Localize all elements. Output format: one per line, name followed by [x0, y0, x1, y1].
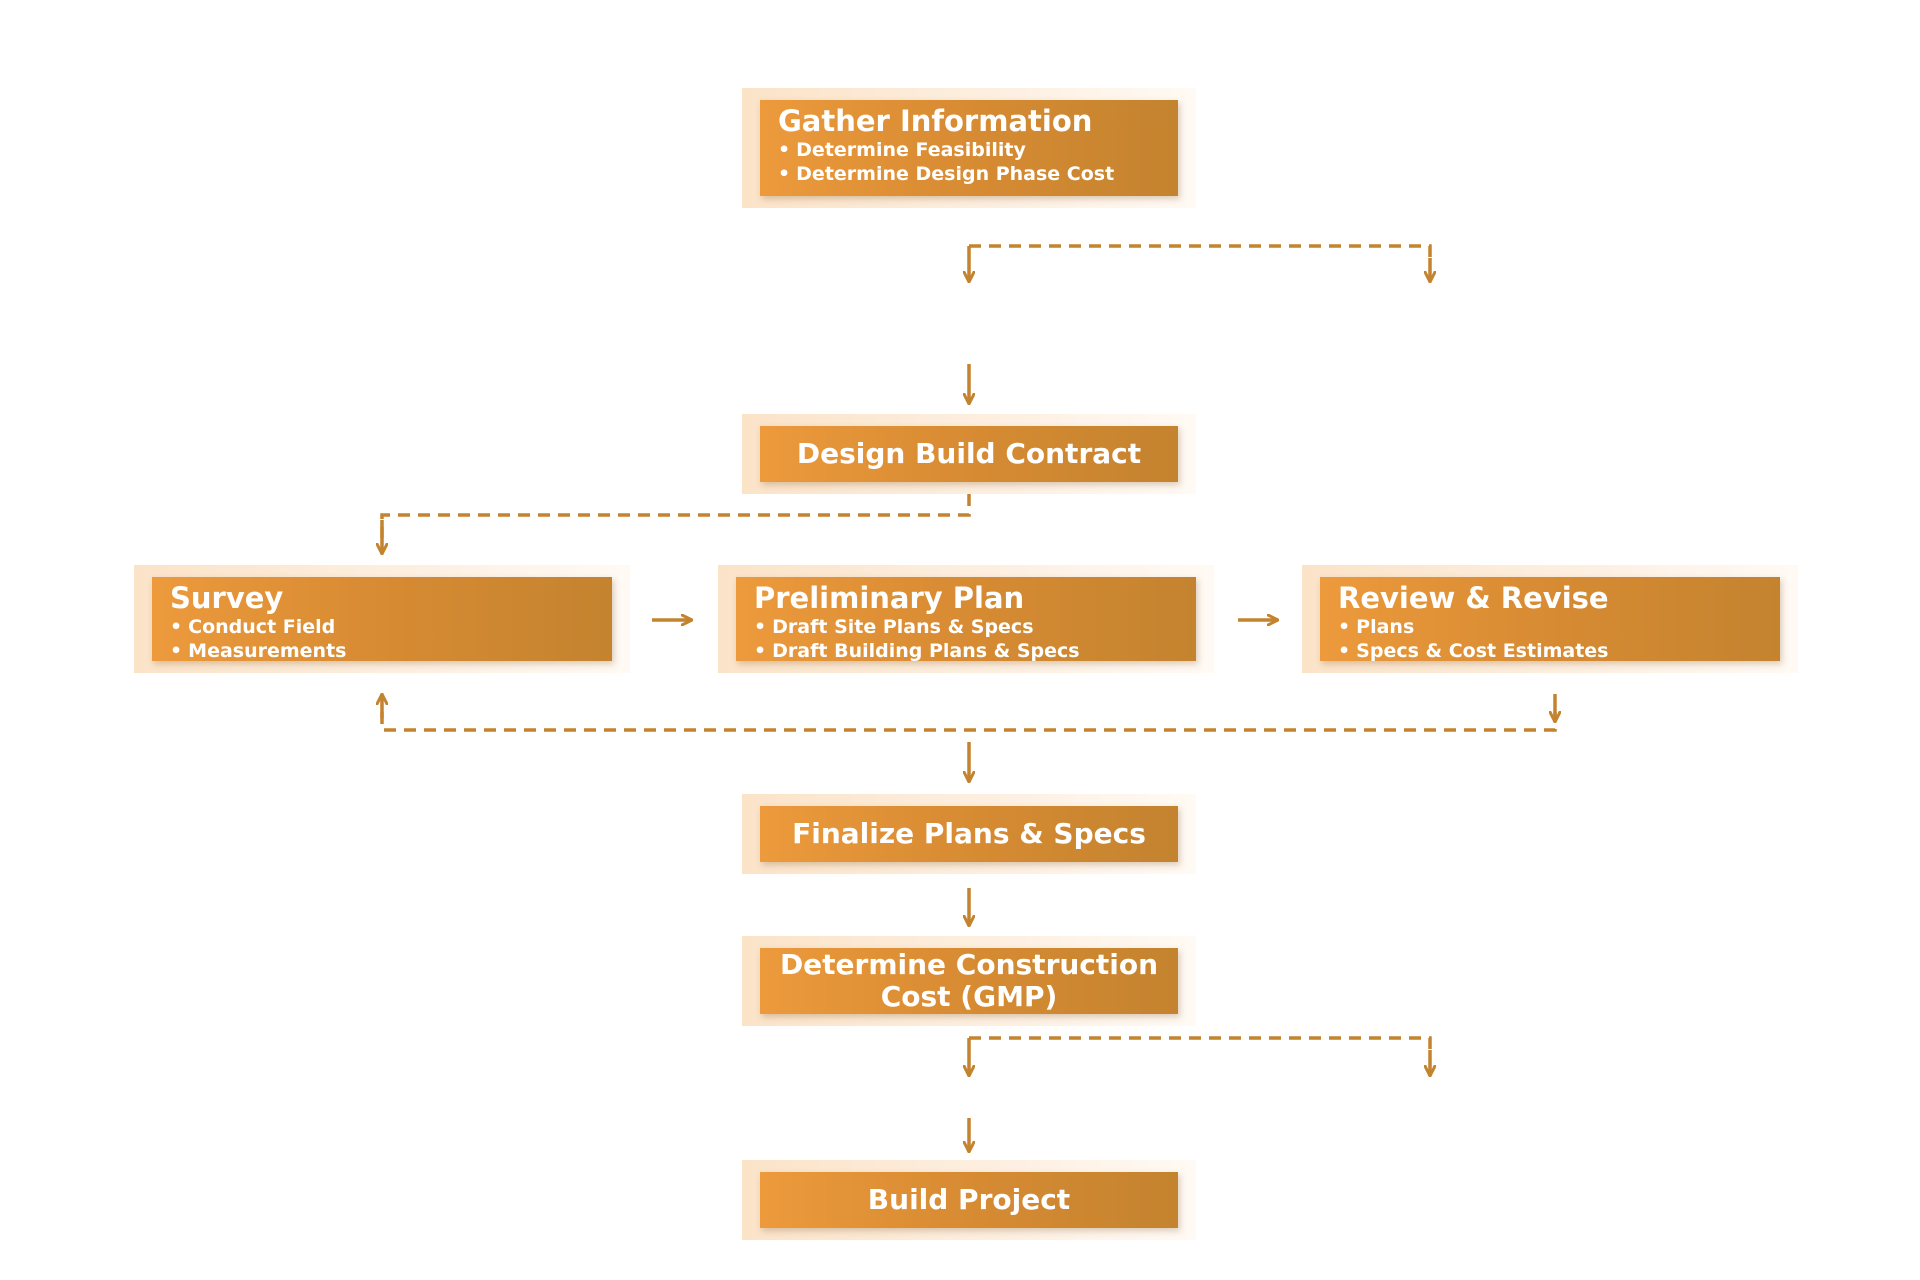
- survey-bullet-1: Conduct Field: [170, 615, 612, 639]
- gather-title: Gather Information: [778, 104, 1093, 138]
- node-gather-information: Gather Information Determine Feasibility…: [742, 88, 1196, 208]
- dashed-split-top: [969, 244, 1432, 262]
- dashed-split-bottom: [969, 1036, 1432, 1054]
- gather-bullet-1: Determine Feasibility: [778, 138, 1178, 162]
- node-design-build-contract: Design Build Contract: [742, 414, 1196, 494]
- contract-title: Design Build Contract: [796, 437, 1142, 470]
- gather-bullets: Determine Feasibility Determine Design P…: [778, 138, 1178, 186]
- review-title: Review & Revise: [1338, 581, 1609, 615]
- survey-bullet-2: Measurements: [170, 639, 612, 663]
- gather-bullet-2: Determine Design Phase Cost: [778, 162, 1178, 186]
- preliminary-bullet-2: Draft Building Plans & Specs: [754, 639, 1196, 663]
- finalize-title: Finalize Plans & Specs: [792, 817, 1146, 850]
- build-title: Build Project: [867, 1183, 1071, 1216]
- survey-bullets: Conduct Field Measurements: [170, 615, 612, 663]
- survey-title: Survey: [170, 581, 284, 615]
- node-determine-construction-cost: Determine Construction Cost (GMP): [742, 936, 1196, 1026]
- dashed-contract-to-survey: [380, 494, 971, 538]
- node-preliminary-plan: Preliminary Plan Draft Site Plans & Spec…: [718, 565, 1214, 673]
- review-bullet-1: Plans: [1338, 615, 1780, 639]
- preliminary-title: Preliminary Plan: [754, 581, 1025, 615]
- preliminary-bullet-1: Draft Site Plans & Specs: [754, 615, 1196, 639]
- construction-cost-title-line2: Cost (GMP): [880, 980, 1058, 1013]
- node-finalize-plans: Finalize Plans & Specs: [742, 794, 1196, 874]
- preliminary-bullets: Draft Site Plans & Specs Draft Building …: [754, 615, 1196, 663]
- review-bullets: Plans Specs & Cost Estimates: [1338, 615, 1780, 663]
- review-bullet-2: Specs & Cost Estimates: [1338, 639, 1780, 663]
- dashed-loop-bottom: [380, 712, 1557, 732]
- node-build-project: Build Project: [742, 1160, 1196, 1240]
- node-review-revise: Review & Revise Plans Specs & Cost Estim…: [1302, 565, 1798, 673]
- construction-cost-title-line1: Determine Construction: [779, 948, 1159, 981]
- node-survey: Survey Conduct Field Measurements: [134, 565, 630, 673]
